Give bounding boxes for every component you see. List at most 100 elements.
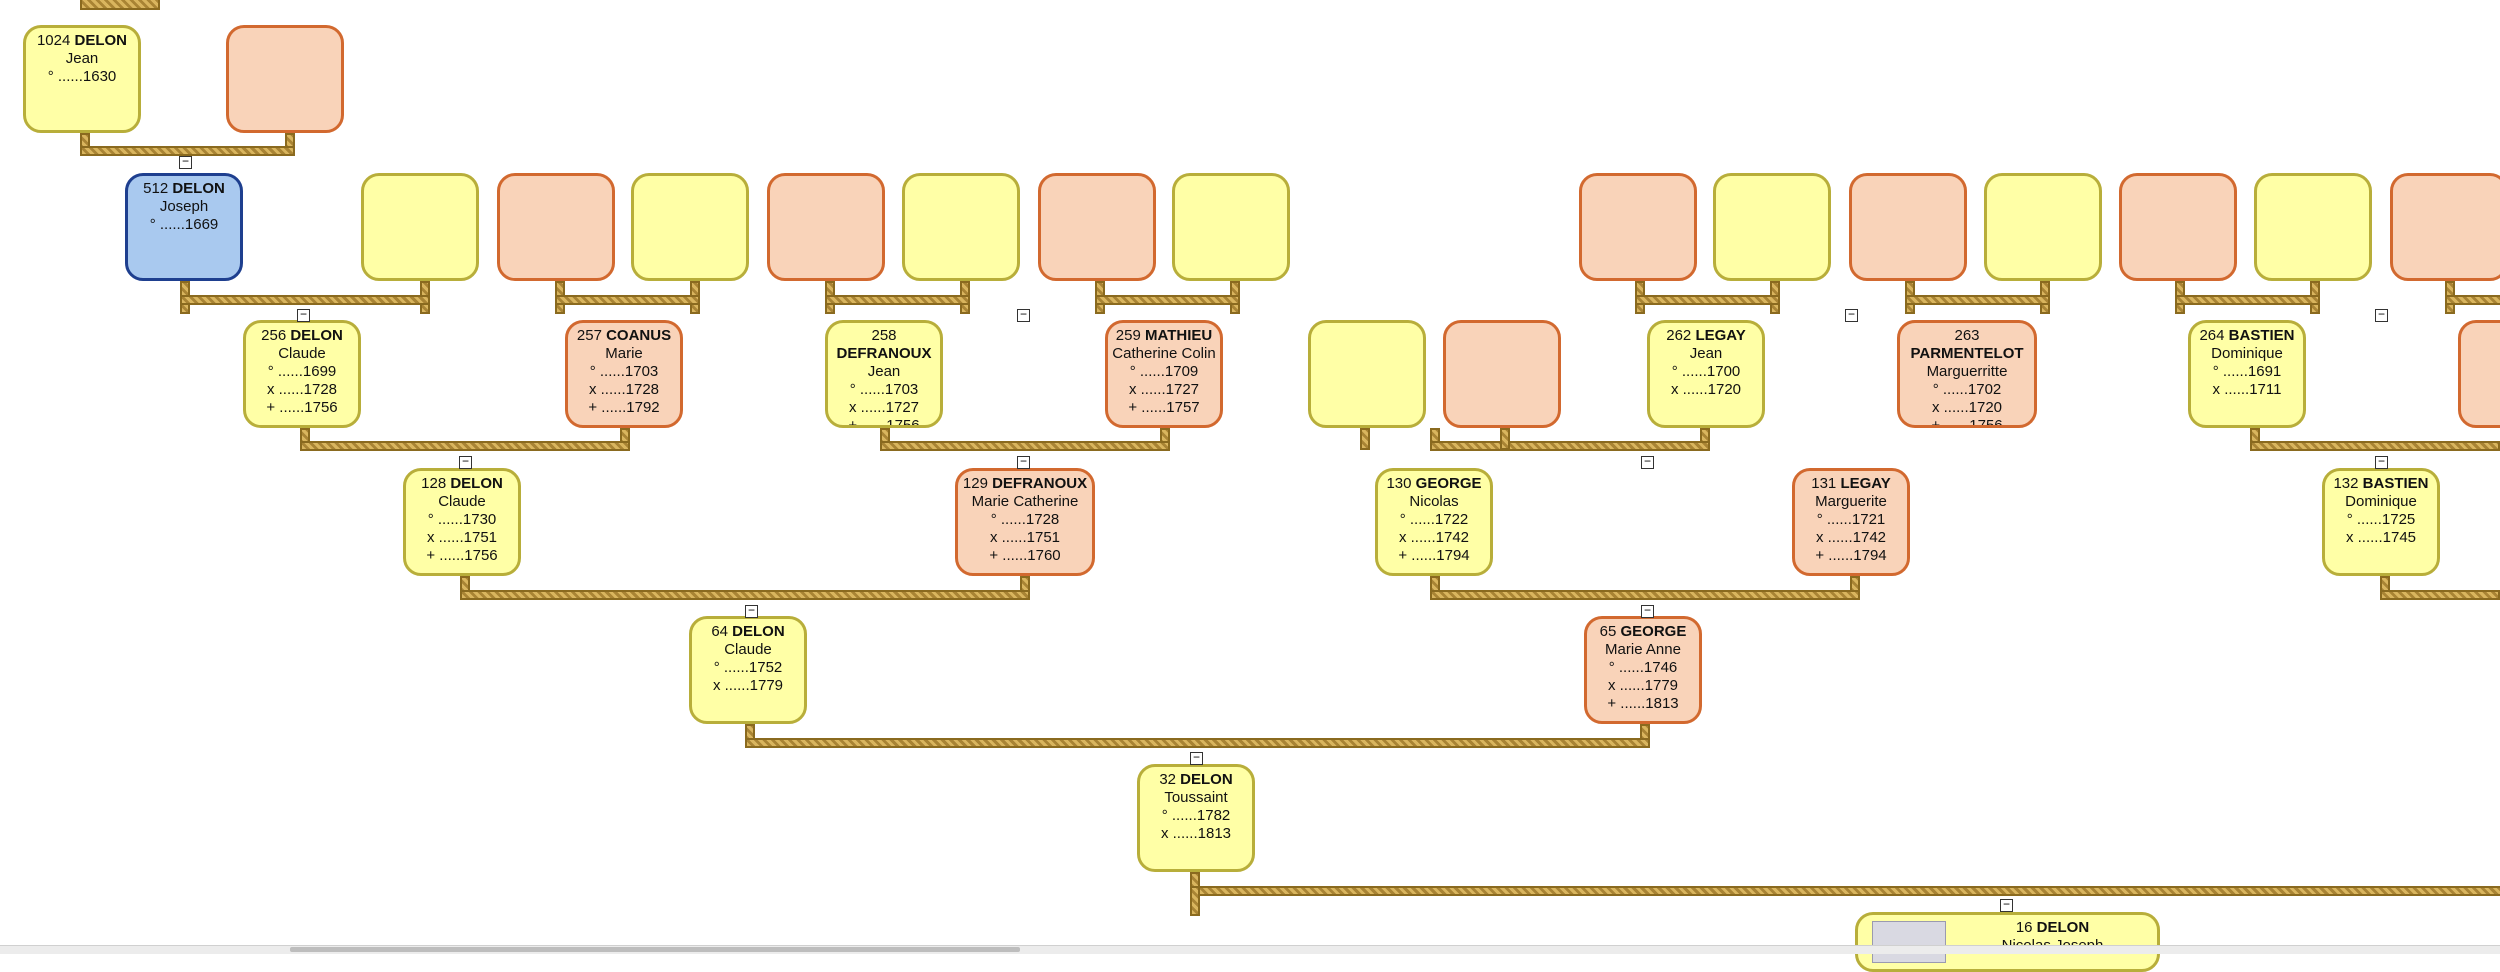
empty-person-card[interactable]	[361, 173, 479, 281]
collapse-toggle-icon[interactable]: −	[2375, 308, 2388, 322]
person-heading: 259 MATHIEU	[1108, 327, 1220, 345]
collapse-toggle-icon[interactable]: −	[2375, 455, 2388, 469]
person-heading: 258 DEFRANOUX	[828, 327, 940, 363]
marriage-date: x ......1751	[989, 529, 1061, 546]
collapse-toggle-icon[interactable]: −	[1641, 455, 1654, 469]
collapse-toggle-icon[interactable]: −	[1017, 308, 1030, 322]
sosa-number: 130	[1386, 475, 1412, 492]
horizontal-scrollbar[interactable]	[0, 945, 2500, 954]
marriage-date: x ......1745	[2345, 529, 2417, 546]
empty-person-card[interactable]	[1308, 320, 1426, 428]
marriage-date: x ......1728	[588, 381, 660, 398]
surname: DELON	[2036, 919, 2090, 936]
scrollbar-thumb[interactable]	[290, 947, 1020, 952]
death-date: + ......1794	[1398, 547, 1470, 564]
surname: DELON	[732, 623, 785, 640]
collapse-toggle-icon[interactable]: −	[1017, 455, 1030, 469]
collapse-toggle-icon[interactable]: −	[179, 155, 192, 169]
sosa-number: 264	[2199, 327, 2225, 344]
death-date: + ......1792	[588, 399, 660, 416]
marriage-date: x ......1742	[1815, 529, 1887, 546]
tree-connector	[1905, 295, 2050, 305]
person-card-16[interactable]: 16 DELONNicolas Joseph	[1855, 912, 2160, 972]
tree-connector	[1430, 590, 1860, 600]
person-heading: 265	[2461, 327, 2500, 345]
surname: MATHIEU	[1144, 327, 1213, 344]
empty-person-card[interactable]	[1579, 173, 1697, 281]
given-name: Marguerritte	[1926, 363, 2008, 380]
empty-person-card[interactable]	[631, 173, 749, 281]
sosa-number: 1024	[36, 32, 71, 49]
empty-person-card[interactable]	[226, 25, 344, 133]
birth-date: ° ......1709	[1129, 363, 1199, 380]
sosa-number: 258	[871, 327, 897, 344]
given-name: Claude	[278, 345, 326, 362]
birth-date: ° ......1722	[1399, 511, 1469, 528]
collapse-toggle-icon[interactable]: −	[1190, 751, 1203, 765]
death-date: + ......1756	[426, 547, 498, 564]
collapse-toggle-icon[interactable]: −	[745, 604, 758, 618]
empty-person-card[interactable]	[2254, 173, 2372, 281]
empty-person-card[interactable]	[1172, 173, 1290, 281]
birth-date: ° ......1669	[149, 216, 219, 233]
collapse-toggle-icon[interactable]: −	[1641, 604, 1654, 618]
birth-date: ° ......1703	[849, 381, 919, 398]
person-heading: 262 LEGAY	[1650, 327, 1762, 345]
empty-person-card[interactable]	[1713, 173, 1831, 281]
person-heading: 16 DELON	[1948, 919, 2157, 937]
empty-person-card[interactable]	[2119, 173, 2237, 281]
tree-connector	[1190, 886, 2500, 896]
empty-person-card[interactable]	[1443, 320, 1561, 428]
tree-connector	[1095, 295, 1240, 305]
tree-connector	[555, 295, 700, 305]
person-heading: 129 DEFRANOUX	[958, 475, 1092, 493]
given-name: Nicolas	[1409, 493, 1459, 510]
person-heading: 128 DELON	[406, 475, 518, 493]
sosa-number: 131	[1811, 475, 1837, 492]
person-card-265[interactable]: 265 Max ...	[2458, 320, 2500, 428]
tree-connector	[1635, 295, 1780, 305]
empty-person-card[interactable]	[767, 173, 885, 281]
empty-person-card[interactable]	[2390, 173, 2500, 281]
person-heading: 264 BASTIEN	[2191, 327, 2303, 345]
sosa-number: 16	[2015, 919, 2033, 936]
collapse-toggle-icon[interactable]: −	[297, 308, 310, 322]
person-heading: 257 COANUS	[568, 327, 680, 345]
surname: DELON	[290, 327, 343, 344]
collapse-toggle-icon[interactable]: −	[459, 455, 472, 469]
marriage-date: x ......1779	[712, 677, 784, 694]
collapse-toggle-icon[interactable]: −	[2000, 898, 2013, 912]
death-date: + ......1760	[989, 547, 1061, 564]
empty-person-card[interactable]	[902, 173, 1020, 281]
marriage-date: x ......1728	[266, 381, 338, 398]
surname: BASTIEN	[2228, 327, 2295, 344]
collapse-toggle-icon[interactable]: −	[1845, 308, 1858, 322]
birth-date: ° ......1691	[2212, 363, 2282, 380]
empty-person-card[interactable]	[1038, 173, 1156, 281]
tree-connector	[2380, 590, 2500, 600]
empty-person-card[interactable]	[1984, 173, 2102, 281]
sosa-number: 263	[1954, 327, 1980, 344]
surname: DELON	[172, 180, 225, 197]
tree-connector	[1360, 428, 1370, 450]
empty-person-card[interactable]	[1849, 173, 1967, 281]
empty-person-card[interactable]	[497, 173, 615, 281]
